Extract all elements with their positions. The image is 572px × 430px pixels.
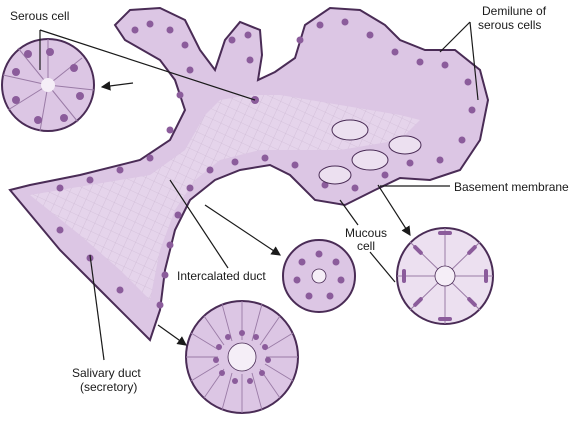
label-mucous-line1: Mucous [345, 226, 387, 240]
label-salivary-line1: Salivary duct [72, 366, 141, 380]
salivary-section-arrow [157, 324, 187, 346]
label-demilune-line1: Demilune of [482, 4, 547, 18]
demilune-pointer-b [469, 21, 479, 101]
label-mucous-line2: cell [357, 239, 375, 253]
salivary-duct-section [185, 300, 299, 414]
leader-lines [39, 21, 479, 361]
gland-tree [8, 6, 490, 342]
mucous-acinus-section [396, 227, 494, 325]
intercalated-duct-pointer [169, 179, 229, 269]
label-salivary-line2: (secretory) [80, 380, 137, 394]
salivary-duct-pointer [89, 254, 105, 361]
intercalated-section-arrow [204, 204, 281, 256]
demilune-pointer-a [439, 21, 471, 53]
serous-cell-pointer-b [39, 29, 256, 101]
mucous-cell-pointer [339, 199, 359, 226]
serous-acinus-section [1, 38, 95, 132]
mucous-cell-pointer-b [369, 251, 396, 283]
label-serous-cell: Serous cell [10, 9, 69, 23]
label-intercalated-duct: Intercalated duct [177, 269, 266, 283]
mucous-section-arrow [377, 184, 411, 237]
label-basement-membrane: Basement membrane [454, 180, 569, 194]
serous-section-arrow [100, 81, 134, 91]
intercalated-duct-section [282, 239, 356, 313]
label-demilune-line2: serous cells [478, 18, 541, 32]
